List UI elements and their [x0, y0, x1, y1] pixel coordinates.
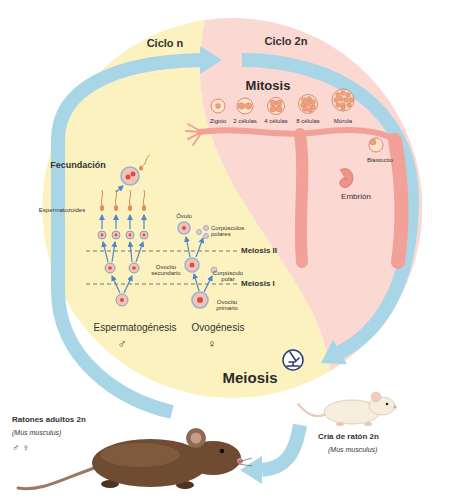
adult-mouse — [92, 439, 208, 487]
adult-mouse — [18, 468, 94, 489]
sex-symbol: ♀ — [208, 338, 217, 351]
cell-label: Zigoto — [210, 118, 227, 124]
phase-label: Meiosis II — [241, 247, 277, 255]
young-mouse — [298, 404, 326, 416]
cell-label: Blastocito — [367, 157, 393, 163]
process-label: Ovogénesis — [192, 323, 245, 334]
cycle-arrowhead — [240, 456, 262, 484]
young-mouse — [298, 392, 397, 426]
organism-label: Ratones adultos 2n — [12, 416, 86, 424]
cell-label: Mórula — [334, 118, 352, 124]
young-mouse — [364, 422, 372, 426]
cell-label: 4 células — [264, 118, 288, 124]
cycle-label: Ciclo n — [147, 38, 184, 50]
young-mouse — [369, 397, 395, 415]
phase-title: Meiosis — [222, 370, 277, 386]
cell-label: Corpúsculo polar — [210, 270, 246, 283]
cell-label: 2 células — [233, 118, 257, 124]
adult-mouse — [191, 433, 202, 444]
adult-mouse — [220, 449, 225, 454]
stage-title: Fecundación — [50, 161, 106, 170]
adult-mouse — [238, 458, 252, 466]
sex-symbol: ♂ ♀ — [12, 443, 30, 454]
region-shape — [42, 18, 422, 398]
region-fill — [200, 18, 422, 371]
cycle-label: Ciclo 2n — [265, 36, 308, 48]
diploid-cycle-region: Ciclo 2n MitosisZigoto 2 células 4 células 8… — [42, 18, 422, 398]
young-mouse — [371, 392, 381, 402]
phase-label: Meiosis I — [241, 280, 275, 288]
adult-mouse — [237, 458, 243, 464]
young-mouse — [324, 400, 380, 424]
cell-label: 8 células — [296, 118, 320, 124]
species-label: (Mus musculus) — [328, 446, 377, 453]
cell-label: Espermatozoides — [39, 207, 85, 213]
young-mouse — [386, 403, 389, 406]
stage-label: Embrión — [341, 193, 371, 201]
adult-mouse — [18, 428, 252, 489]
adult-mouse — [185, 441, 241, 475]
process-label: Espermatogénesis — [94, 323, 177, 334]
cell-label: Óvulo — [176, 213, 192, 219]
adult-mouse — [186, 428, 206, 448]
organism-label: Cría de ratón 2n — [318, 433, 379, 441]
cell-label: Ovocito secundario — [150, 264, 182, 277]
young-mouse — [336, 422, 344, 426]
phase-title: Mitosis — [246, 79, 291, 93]
cell-label: Ovocito primario — [211, 299, 243, 312]
young-mouse — [394, 406, 397, 409]
species-label: (Mus musculus) — [12, 429, 61, 436]
sex-symbol: ♂ — [118, 338, 127, 351]
cycle-arrow — [262, 425, 300, 470]
cell-label: Corpúsculos polares — [211, 225, 251, 238]
adult-mouse — [100, 443, 180, 467]
adult-mouse — [101, 480, 119, 488]
adult-mouse — [176, 481, 194, 489]
